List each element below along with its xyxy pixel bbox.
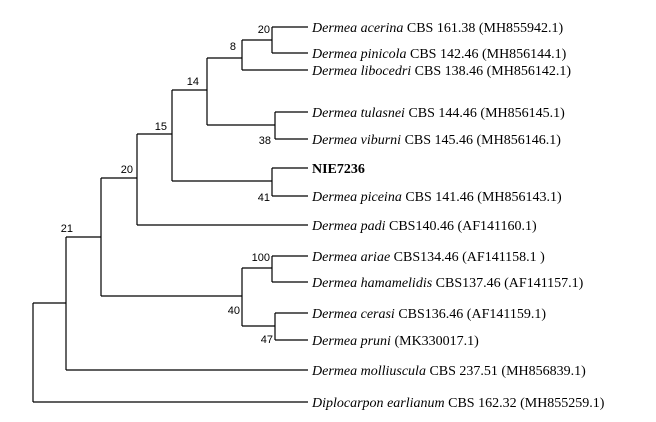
- support-value: 20: [258, 24, 270, 36]
- support-value: 8: [230, 41, 236, 53]
- support-value: 100: [252, 252, 270, 264]
- tip-label: Dermea ariae CBS134.46 (AF141158.1 ): [311, 250, 545, 265]
- support-value: 41: [258, 192, 270, 204]
- support-value: 38: [259, 135, 271, 147]
- tip-label: Diplocarpon earlianum CBS 162.32 (MH8552…: [311, 396, 605, 411]
- support-value: 15: [155, 121, 167, 133]
- tip-label: Dermea pinicola CBS 142.46 (MH856144.1): [311, 47, 567, 62]
- tip-label: Dermea libocedri CBS 138.46 (MH856142.1): [311, 64, 571, 79]
- tip-label: Dermea padi CBS140.46 (AF141160.1): [311, 219, 537, 234]
- tip-label: Dermea acerina CBS 161.38 (MH855942.1): [311, 21, 564, 36]
- support-values: 20 8 14 38 15 41 20 100 40 47 21: [61, 24, 273, 346]
- tip-label: Dermea cerasi CBS136.46 (AF141159.1): [311, 307, 546, 322]
- tip-label: Dermea viburni CBS 145.46 (MH856146.1): [311, 133, 561, 148]
- tip-label: Dermea hamamelidis CBS137.46 (AF141157.1…: [311, 276, 584, 291]
- tip-label-nie7236: NIE7236: [312, 162, 365, 177]
- tip-label: Dermea molliuscula CBS 237.51 (MH856839.…: [311, 364, 586, 379]
- tip-labels: Dermea acerina CBS 161.38 (MH855942.1) D…: [311, 21, 605, 411]
- support-value: 21: [61, 223, 73, 235]
- tree-branches: [32, 26, 308, 403]
- support-value: 47: [261, 334, 273, 346]
- tip-label: Dermea piceina CBS 141.46 (MH856143.1): [311, 190, 562, 205]
- tip-label: Dermea tulasnei CBS 144.46 (MH856145.1): [311, 106, 565, 121]
- support-value: 14: [187, 76, 199, 88]
- tip-label: Dermea pruni (MK330017.1): [311, 334, 479, 349]
- support-value: 20: [121, 164, 133, 176]
- support-value: 40: [228, 305, 240, 317]
